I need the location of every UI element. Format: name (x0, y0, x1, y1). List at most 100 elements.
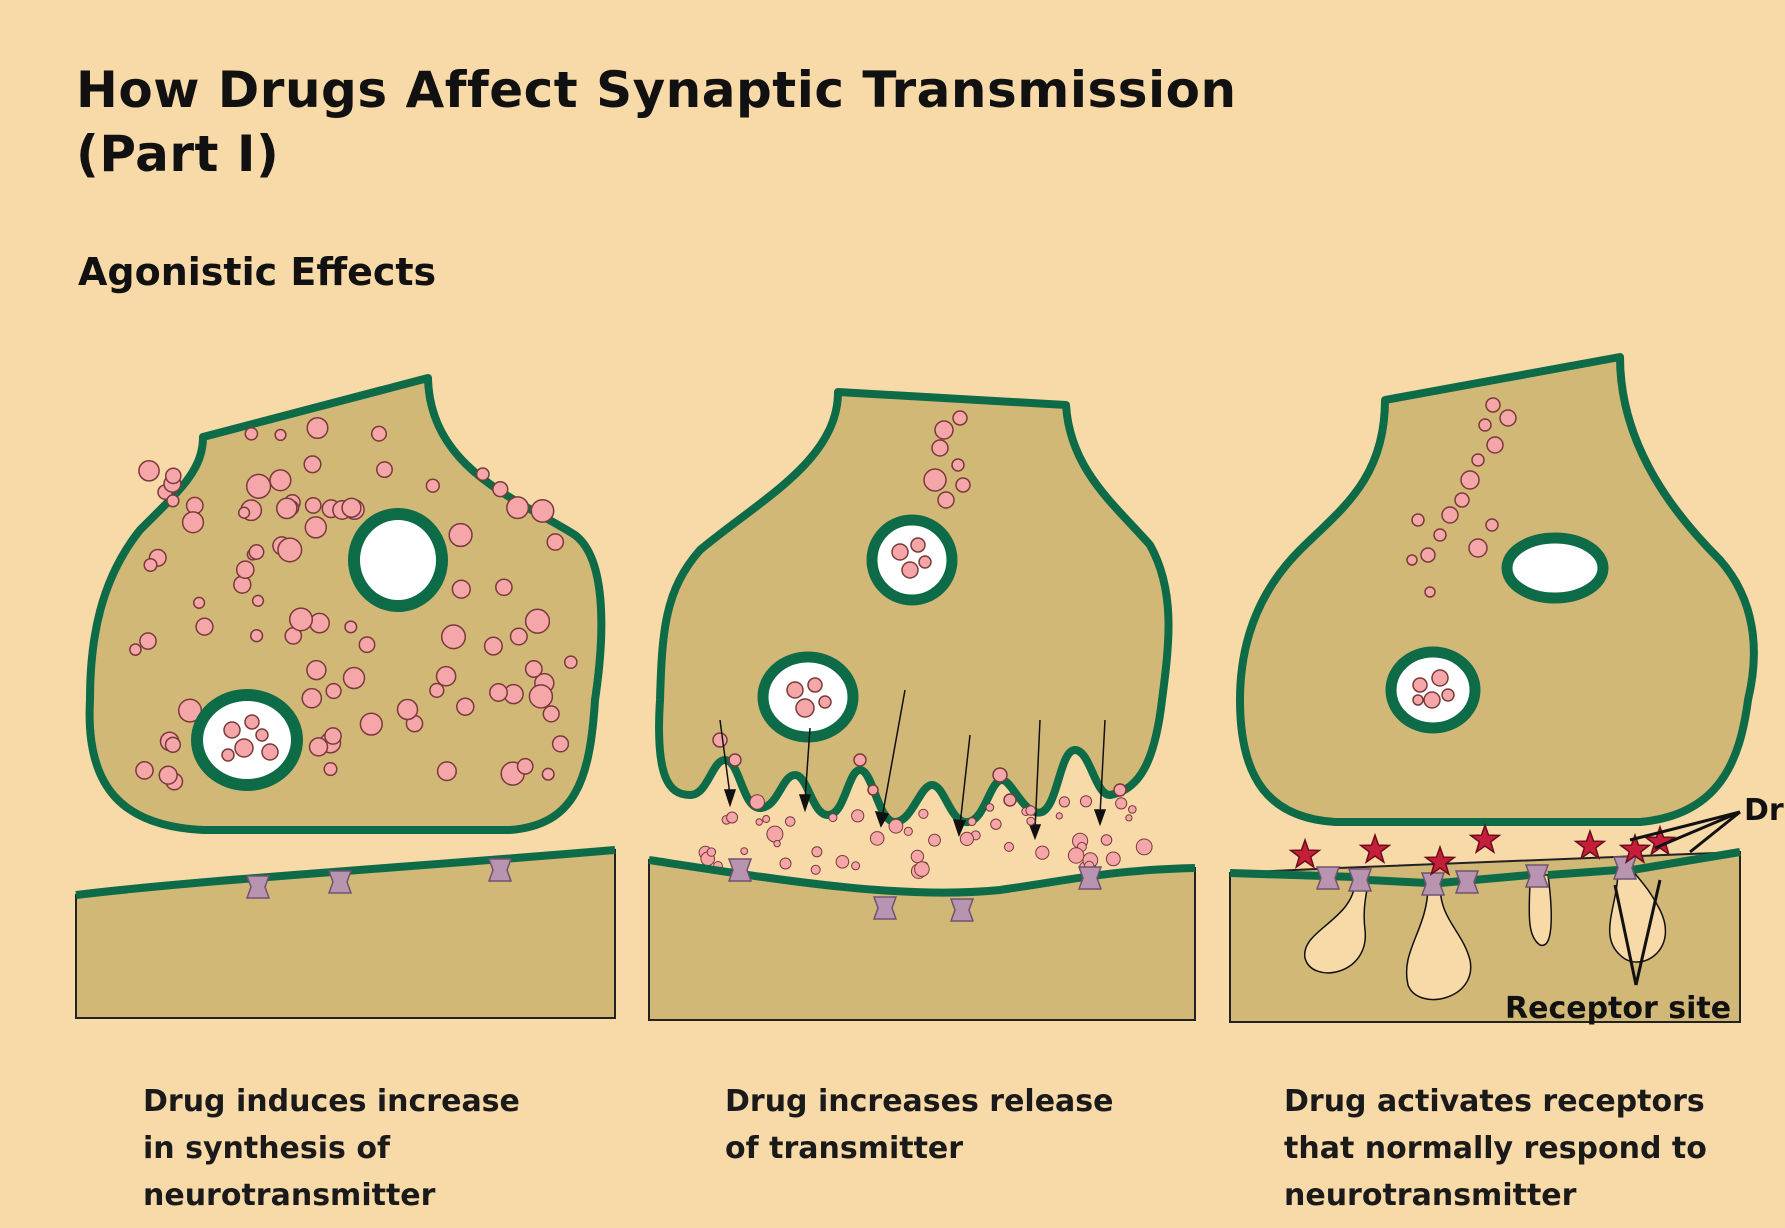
panel-3-receptor (1316, 866, 1340, 890)
panel-3-presynaptic-terminal (1236, 353, 1758, 826)
caption-line: of transmitter (725, 1131, 964, 1166)
caption-line: neurotransmitter (1284, 1178, 1577, 1213)
vesicle (192, 596, 206, 609)
vesicle (448, 522, 473, 548)
vesicle (376, 461, 393, 479)
vesicle (436, 761, 457, 782)
panel-2-release-arrows (719, 689, 1107, 841)
vesicle (303, 455, 322, 474)
vesicle (530, 498, 555, 523)
receptor-site-pointer (1613, 879, 1662, 986)
vesicle (992, 767, 1008, 783)
transmitter-molecule (706, 847, 717, 857)
vesicle (923, 468, 947, 492)
panel-2-receptor (1078, 866, 1102, 890)
vesicle (306, 659, 327, 681)
panel-1-receptor (246, 875, 270, 899)
drug-molecule (1618, 832, 1652, 864)
receptor-site-label: Receptor site (1505, 991, 1731, 1026)
vesicle (542, 705, 560, 723)
vesicle (233, 575, 252, 594)
panel-2-receptor (950, 898, 974, 922)
transmitter-molecule (910, 849, 925, 864)
caption-line: that normally respond to (1284, 1131, 1707, 1166)
panel-2-release (648, 388, 1196, 1021)
drug-molecule (1573, 828, 1607, 860)
vesicle (934, 420, 954, 440)
vesicle (358, 636, 376, 654)
vesicle (1499, 409, 1517, 427)
vesicle (304, 516, 328, 539)
caption-line: in synthesis of (143, 1131, 391, 1166)
vesicle (370, 425, 388, 442)
transmitter-molecule (1026, 816, 1036, 826)
transmitter-molecule (740, 847, 749, 855)
vesicle (563, 655, 578, 670)
vesicle (181, 511, 205, 534)
vesicle (245, 473, 272, 499)
vesicle (516, 757, 534, 775)
panel-1-postsynaptic-membrane (75, 846, 616, 899)
vesicle (440, 624, 467, 650)
transmitter-molecule (851, 861, 861, 871)
transmitter-molecule (1105, 851, 1121, 867)
panel-3-receptor-pockets (1304, 869, 1667, 1001)
vesicle (1460, 470, 1480, 490)
transmitter-molecule (869, 831, 885, 846)
transmitter-molecule (1055, 812, 1063, 820)
drug-molecule (1358, 832, 1392, 864)
transmitter-molecule (990, 818, 1002, 830)
vesicle (551, 735, 570, 753)
transmitter-molecule (1128, 805, 1137, 814)
panel-3-mitochondria (1385, 532, 1609, 734)
transmitter-molecule (914, 861, 930, 877)
vesicle (344, 620, 358, 634)
vesicle (138, 459, 160, 482)
drug-molecule (1423, 844, 1457, 876)
vesicle (1471, 453, 1485, 467)
vesicle (1411, 513, 1425, 527)
caption-line: neurotransmitter (143, 1178, 436, 1213)
vesicle (341, 497, 362, 518)
transmitter-molecule (828, 813, 838, 823)
vesicle (509, 627, 528, 646)
transmitter-molecule (967, 817, 977, 826)
transmitter-molecule (918, 808, 929, 819)
vesicle (164, 467, 182, 485)
vesicle (244, 426, 259, 441)
vesicle (1420, 547, 1436, 563)
vesicle (309, 612, 330, 634)
transmitter-molecule (888, 818, 904, 834)
vesicle (139, 632, 157, 650)
panel-3-receptor (1525, 864, 1549, 888)
transmitter-molecule (903, 826, 913, 837)
vesicle (129, 643, 142, 656)
panel-1-receptor (328, 870, 352, 894)
transmitter-molecule (928, 833, 941, 847)
transmitter-molecule (835, 855, 850, 869)
transmitter-molecule (1058, 796, 1071, 808)
panel-2-postsynaptic-membrane (648, 856, 1196, 897)
transmitter-molecule (779, 857, 792, 870)
vesicle (135, 761, 154, 780)
vesicle (1478, 418, 1492, 432)
page-title: How Drugs Affect Synaptic Transmission (… (76, 58, 1237, 186)
vesicle (1485, 518, 1499, 532)
vesicle (712, 732, 728, 748)
vesicle (1406, 554, 1418, 566)
vesicle (867, 784, 879, 796)
panel-2-receptor (728, 858, 752, 882)
panel-1-vesicles (129, 416, 578, 791)
caption-line: Drug activates receptors (1284, 1084, 1705, 1119)
vesicle (324, 727, 342, 745)
drug-molecule (1643, 824, 1677, 856)
transmitter-molecule (1135, 838, 1153, 856)
transmitter-molecule (749, 794, 766, 810)
panel-1-synthesis (75, 374, 616, 1019)
section-subtitle: Agonistic Effects (78, 250, 437, 294)
panel-3-receptor (1613, 856, 1637, 880)
panel-2-receptor (873, 896, 897, 920)
vesicle (489, 683, 508, 702)
panel-2-caption: Drug increases release of transmitter (725, 1078, 1114, 1172)
